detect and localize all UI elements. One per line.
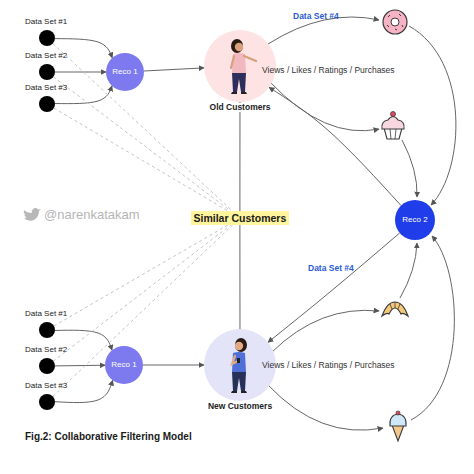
ice-cream-icon <box>392 425 404 441</box>
person-illustration <box>231 39 256 94</box>
cupcake-icon <box>382 117 404 130</box>
recommender-node: Reco 2 <box>395 200 435 240</box>
data-set-dot: Data Set #2 <box>39 358 55 374</box>
similarity-link <box>54 225 228 326</box>
node-circle <box>39 64 55 80</box>
flow-arrow <box>55 365 105 367</box>
node-shape <box>39 30 55 46</box>
similarity-link <box>54 108 228 211</box>
node-label: Data Set #2 <box>25 346 67 354</box>
donut-icon <box>383 10 407 34</box>
flow-arrow <box>268 233 400 342</box>
node-shape <box>39 394 55 410</box>
flow-arrow <box>269 87 401 205</box>
ice-cream-icon <box>396 411 400 415</box>
data-set-dot: Data Set #3 <box>39 96 55 112</box>
recommender-node: Reco 1 <box>105 346 143 384</box>
croissant-icon <box>382 302 408 316</box>
node-circle <box>39 358 55 374</box>
node-label: Data Set #3 <box>25 84 67 92</box>
data-set-dot: Data Set #3 <box>39 394 55 410</box>
person-legs <box>232 73 246 92</box>
node-label: Similar Customers <box>194 212 287 224</box>
person-head <box>235 43 243 51</box>
person-hair <box>231 39 243 53</box>
cupcake-icon <box>391 112 396 117</box>
node-label: Reco 1 <box>112 68 137 76</box>
node-circle <box>39 322 55 338</box>
person-torso <box>232 352 246 372</box>
dataset-label: Data Set #4 <box>293 12 339 22</box>
data-set-dot: Data Set #1 <box>39 322 55 338</box>
person-shoes <box>231 92 247 94</box>
node-circle <box>105 346 143 384</box>
person-arm <box>244 56 256 61</box>
flow-arrow <box>143 365 204 366</box>
donut-icon <box>387 14 403 30</box>
flow-arrow <box>268 385 383 430</box>
node-circle <box>39 394 55 410</box>
ice-cream-icon <box>390 414 406 426</box>
person-hair <box>235 338 247 352</box>
flow-arrow <box>268 17 379 44</box>
node-label: New Customers <box>206 402 274 411</box>
person-shoes <box>231 391 247 393</box>
node-label: Data Set #1 <box>25 310 67 318</box>
croissant-icon <box>382 302 408 316</box>
flow-arrow <box>272 310 379 352</box>
flow-arrow <box>411 236 454 420</box>
node-circle <box>39 96 55 112</box>
person-illustration <box>231 338 247 393</box>
data-set-dot: Data Set #1 <box>39 30 55 46</box>
node-label: Reco 1 <box>111 361 136 369</box>
flow-arrow <box>144 68 204 71</box>
flow-arrow <box>239 102 240 211</box>
recommender-node: Reco 1 <box>106 53 144 91</box>
similarity-tag: Similar Customers <box>191 211 290 225</box>
node-shape <box>39 322 55 338</box>
cupcake-icon <box>384 128 402 139</box>
signal-label: Views / Likes / Ratings / Purchases <box>262 361 395 371</box>
data-set-dot: Data Set #2 <box>39 64 55 80</box>
similarity-link <box>53 77 230 211</box>
donut-icon <box>391 18 399 26</box>
person-legs <box>232 372 246 391</box>
signal-label: Views / Likes / Ratings / Purchases <box>262 66 395 76</box>
node-label: Old Customers <box>208 103 273 112</box>
flow-arrow <box>55 72 106 73</box>
ice-cream-icon <box>390 411 406 441</box>
illustration <box>24 10 456 441</box>
cupcake-icon <box>390 129 396 139</box>
donut-icon <box>383 10 407 34</box>
node-shape <box>39 64 55 80</box>
flow-arrow <box>270 82 379 131</box>
croissant-icon <box>390 302 400 309</box>
watermark: @narenkatakam <box>44 208 140 223</box>
similarity-link <box>53 225 230 361</box>
node-label: Data Set #3 <box>25 382 67 390</box>
person-head <box>235 342 243 350</box>
figure-caption: Fig.2: Collaborative Filtering Model <box>25 431 192 443</box>
node-circle <box>106 53 144 91</box>
flow-arrow <box>400 243 417 298</box>
dataset-label: Data Set #4 <box>308 264 354 274</box>
flow-arrow <box>402 140 417 197</box>
node-label: Data Set #1 <box>25 18 67 26</box>
twitter-bird <box>24 208 41 221</box>
node-shape <box>39 358 55 374</box>
phone <box>237 358 240 363</box>
cupcake-icon <box>382 112 404 140</box>
node-label: Reco 2 <box>402 216 427 224</box>
node-label: Data Set #2 <box>25 52 67 60</box>
person-arm <box>231 56 234 68</box>
node-shape <box>39 96 55 112</box>
node-circle <box>395 200 435 240</box>
node-circle <box>39 30 55 46</box>
twitter-bird <box>24 208 41 221</box>
flow-arrow <box>239 225 240 329</box>
